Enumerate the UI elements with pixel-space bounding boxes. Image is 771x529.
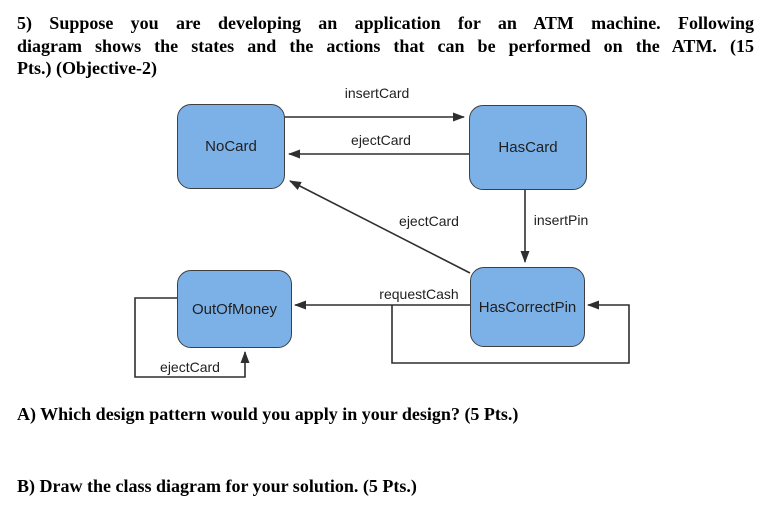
state-hascard-label: HasCard [498, 139, 558, 156]
transition-label-insertcard: insertCard [344, 85, 410, 101]
transition-label-ejectcard-diagonal: ejectCard [399, 213, 459, 229]
transition-label-ejectcard-loop: ejectCard [160, 359, 220, 375]
question-intro-line-3: Pts.) (Objective-2) [17, 58, 157, 78]
transition-label-insertpin: insertPin [533, 212, 589, 228]
state-outofmoney-label: OutOfMoney [191, 300, 278, 318]
transition-label-ejectcard-top: ejectCard [351, 132, 411, 148]
question-part-b: B) Draw the class diagram for your solut… [17, 476, 417, 496]
transition-label-requestcash: requestCash [379, 286, 459, 302]
state-nocard-label: NoCard [205, 138, 257, 155]
state-outofmoney: OutOfMoney [177, 270, 292, 348]
arrow-ejectcard-diagonal [289, 180, 471, 274]
question-intro-line-2: diagram shows the states and the actions… [17, 35, 754, 56]
state-nocard: NoCard [177, 104, 285, 189]
arrow-outofmoney-loop [134, 297, 250, 378]
arrow-hascorrectpin-loop [391, 300, 630, 364]
state-hascorrectpin-label: HasCorrectPin [478, 298, 577, 316]
question-part-a: A) Which design pattern would you apply … [17, 404, 519, 424]
question-intro-line-1: 5) Suppose you are developing an applica… [17, 13, 754, 33]
state-hascorrectpin: HasCorrectPin [470, 267, 585, 347]
question-intro: 5) Suppose you are developing an applica… [17, 12, 754, 80]
state-hascard: HasCard [469, 105, 587, 190]
